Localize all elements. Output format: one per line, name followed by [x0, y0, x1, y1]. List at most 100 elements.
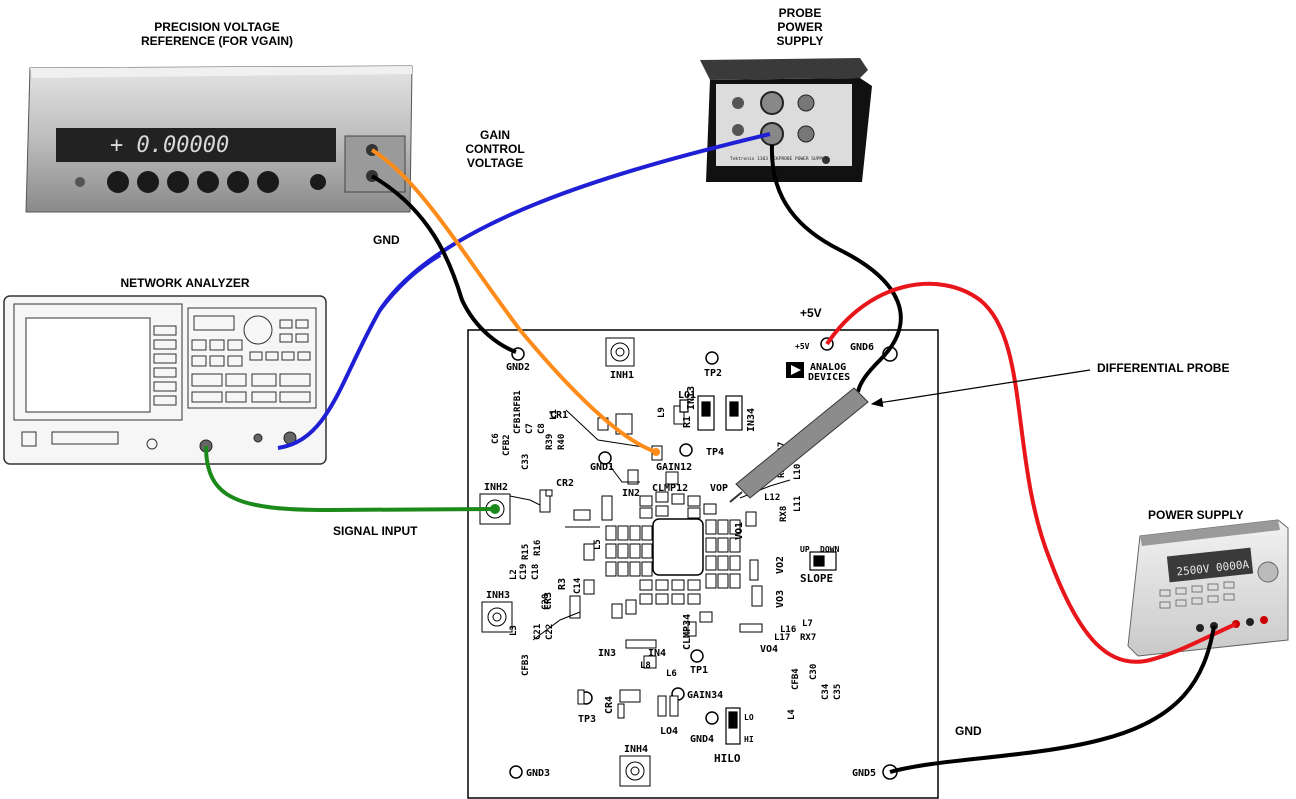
silk-gnd6: GND6	[850, 342, 874, 353]
silk-gnd4: GND4	[690, 734, 714, 745]
silk-gnd5: GND5	[852, 768, 876, 779]
silk-hilo: HILO	[714, 752, 741, 765]
silk-vo4: VO4	[760, 644, 778, 655]
silk-clmp12: CLMP12	[652, 483, 688, 494]
silk-plus5v: +5V	[795, 342, 810, 351]
sma-inh3	[482, 602, 512, 632]
silk-c19: C19	[519, 564, 529, 580]
silk-inh4: INH4	[624, 744, 648, 755]
silk-tp1: TP1	[690, 665, 708, 676]
blue-probe-cable-overlap	[380, 255, 440, 310]
silk-c33: C33	[521, 454, 531, 470]
power-supply-terminal-1	[1196, 624, 1204, 632]
silk-r1: R1	[682, 416, 693, 428]
silk-r39: R39	[545, 434, 555, 450]
probe-supply-jack-1	[798, 95, 814, 111]
testpoint-tp4	[680, 444, 692, 456]
probe-supply-jack-2	[798, 126, 814, 142]
silk-l9: L9	[657, 407, 667, 418]
silk-tp3: TP3	[578, 714, 596, 725]
silk-tp4: TP4	[706, 447, 724, 458]
silk-vo2: VO2	[775, 556, 786, 574]
silk-gain34: GAIN34	[687, 690, 723, 701]
silk-cfb4: CFB4	[791, 668, 801, 690]
silk-c6: C6	[491, 433, 501, 444]
testpoint-gnd3	[510, 766, 522, 778]
silk-vo3: VO3	[775, 590, 786, 608]
silk-rx7: RX7	[800, 633, 816, 643]
silk-l4: L4	[787, 709, 797, 720]
silk-l5: L5	[593, 539, 603, 550]
silk-cr4: CR4	[604, 696, 615, 714]
silk-in34: IN34	[746, 408, 757, 432]
silk-c18: C18	[531, 564, 541, 580]
silk-gain12: GAIN12	[656, 462, 692, 473]
silk-c22: C22	[545, 624, 555, 640]
silk-l3: L3	[509, 625, 519, 636]
silk-r15: R15	[521, 544, 531, 560]
silk-vo1: VO1	[734, 522, 745, 540]
silk-in3: IN3	[598, 648, 616, 659]
silk-rfb1: RFB1	[513, 390, 523, 412]
silk-down: DOWN	[820, 545, 839, 554]
silk-lo: LO	[744, 713, 754, 722]
silk-c14: C14	[573, 577, 583, 594]
silk-in2: IN2	[622, 488, 640, 499]
silk-rx8: RX8	[779, 506, 789, 522]
analyzer-screen	[26, 318, 150, 412]
analog-devices-logo	[786, 362, 804, 378]
analyzer-bias-port	[254, 434, 262, 442]
silk-tp2: TP2	[704, 368, 722, 379]
silk-l7: L7	[802, 619, 813, 629]
probe-supply-led-1	[732, 97, 744, 109]
precision-voltage-reference: + 0.00000	[26, 66, 412, 212]
silk-cfb3: CFB3	[521, 654, 531, 676]
silk-c21: C21	[533, 624, 543, 640]
silk-clmp34: CLMP34	[682, 614, 693, 650]
silk-gnd3: GND3	[526, 768, 550, 779]
silk-lo4: LO4	[660, 726, 678, 737]
power-supply-knob	[1258, 562, 1278, 582]
green-cable-end	[490, 504, 500, 514]
silk-gnd2: GND2	[506, 362, 530, 373]
silk-l10: L10	[793, 464, 803, 480]
evaluation-board: GND2 INH1 TP2 +5V GND6 ANALOG DEVICES LO…	[468, 330, 938, 798]
silk-cr2: CR2	[556, 478, 574, 489]
probe-supply-top	[700, 58, 868, 80]
silk-c30: C30	[809, 664, 819, 680]
testpoint-tp2	[706, 352, 718, 364]
testpoint-gnd4	[706, 712, 718, 724]
silk-c20: C20	[541, 594, 551, 610]
silk-r3: R3	[557, 578, 568, 590]
sma-inh1	[606, 338, 634, 366]
silk-c8: C8	[537, 423, 547, 434]
silk-l12: L12	[764, 493, 780, 503]
probe-supply-led-2	[732, 124, 744, 136]
silk-in13: IN13	[686, 386, 697, 410]
silk-vop: VOP	[710, 483, 728, 494]
silk-r40: R40	[557, 434, 567, 450]
silk-in4: IN4	[648, 648, 666, 659]
silk-hi: HI	[744, 735, 754, 744]
silk-inh2: INH2	[484, 482, 508, 493]
silk-c35: C35	[833, 684, 843, 700]
silk-l11: L11	[793, 496, 803, 512]
silk-l8: L8	[640, 661, 651, 671]
power-supply-terminal-red-2	[1260, 616, 1268, 624]
probe-power-supply: Tektronix 1103 TEKPROBE POWER SUPPLY	[700, 58, 872, 182]
orange-cable-end	[652, 448, 660, 456]
silk-l17: L17	[774, 633, 790, 643]
silk-up: UP	[800, 545, 810, 554]
silk-cfb2: CFB2	[502, 434, 512, 456]
silk-devices: DEVICES	[808, 372, 850, 383]
silk-cfb1: CFB1	[513, 412, 523, 434]
silk-l1: L1	[549, 409, 559, 420]
silk-l2: L2	[509, 569, 519, 580]
central-ic	[653, 519, 703, 575]
probe-supply-caption: Tektronix 1103 TEKPROBE POWER SUPPLY	[730, 156, 828, 162]
reference-output-terminals	[345, 136, 405, 192]
sma-inh4	[620, 756, 650, 786]
testpoint-tp1	[691, 650, 703, 662]
